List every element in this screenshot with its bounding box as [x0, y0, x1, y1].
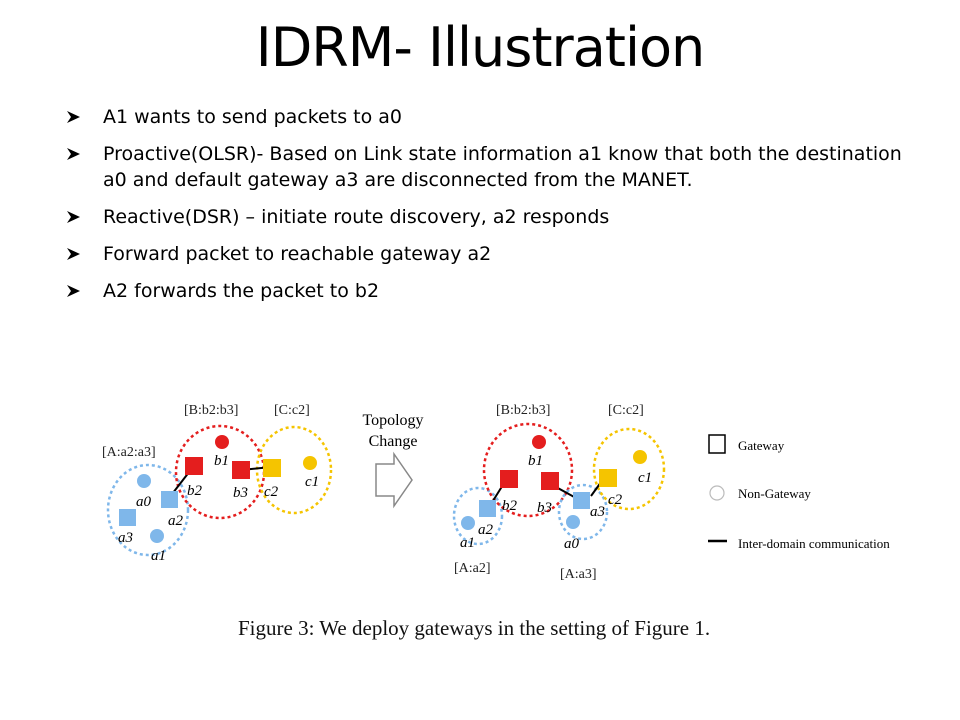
gateway-node: [263, 459, 281, 477]
node-label: a2: [168, 513, 184, 529]
legend-label: Non-Gateway: [738, 486, 811, 501]
node-label: c1: [305, 474, 319, 490]
arrow-bullet-icon: [67, 285, 80, 297]
gateway-figure: [A:a2:a3] [B:b2:b3] [C:c2] a0 a2 a3 a1 b…: [102, 403, 890, 640]
gateway-legend-icon: [708, 434, 726, 454]
bullet-text: Proactive(OLSR)- Based on Link state inf…: [103, 143, 902, 191]
bullet-item: A2 forwards the packet to b2: [66, 278, 916, 304]
node-label: b1: [214, 453, 229, 469]
inter-domain-link: [555, 486, 577, 499]
node-label: a3: [590, 504, 605, 520]
node-label: c1: [638, 470, 652, 486]
bullet-text: Forward packet to reachable gateway a2: [103, 243, 492, 265]
bullet-text: A1 wants to send packets to a0: [103, 106, 402, 128]
gateway-node: [232, 461, 250, 479]
arrow-label: Topology: [362, 412, 423, 429]
topology-change-arrow: Topology Change: [362, 412, 424, 509]
bullet-text: A2 forwards the packet to b2: [103, 280, 380, 302]
node-label: a1: [460, 535, 475, 551]
slide-title: IDRM- Illustration: [255, 16, 705, 79]
gateway-node: [185, 457, 203, 475]
node-label: c2: [608, 492, 623, 508]
arrow-label: Change: [369, 433, 418, 450]
domain-a-right-circle: [557, 483, 609, 541]
node-label: b1: [528, 453, 543, 469]
node-label: a2: [478, 522, 494, 538]
domain-label: [B:b2:b3]: [184, 403, 238, 418]
legend: Gateway Non-Gateway Inter-domain communi…: [708, 434, 890, 551]
bullet-text: Reactive(DSR) – initiate route discovery…: [103, 206, 610, 228]
non-gateway-node: [137, 474, 151, 488]
legend-label: Gateway: [738, 438, 785, 453]
domain-label: [C:c2]: [608, 403, 644, 418]
non-gateway-node: [532, 435, 546, 449]
arrow-bullet-icon: [67, 148, 80, 160]
non-gateway-node: [461, 516, 475, 530]
bullet-item: Reactive(DSR) – initiate route discovery…: [66, 204, 916, 230]
node-label: b3: [537, 500, 552, 516]
domain-label: [C:c2]: [274, 403, 310, 418]
domain-label: [B:b2:b3]: [496, 403, 550, 418]
gateway-node: [119, 509, 136, 526]
non-gateway-node: [215, 435, 229, 449]
node-label: a1: [151, 548, 166, 564]
domain-label: [A:a2:a3]: [102, 445, 156, 460]
legend-label: Inter-domain communication: [738, 536, 890, 551]
after-topology: [B:b2:b3] [C:c2] [A:a2] [A:a3] a2 a1 b1 …: [452, 403, 666, 582]
before-topology: [A:a2:a3] [B:b2:b3] [C:c2] a0 a2 a3 a1 b…: [102, 403, 333, 564]
gateway-node: [541, 472, 559, 490]
domain-b-circle: [482, 422, 574, 518]
domain-c-circle: [255, 425, 333, 515]
node-label: b3: [233, 485, 248, 501]
non-gateway-node: [633, 450, 647, 464]
non-gateway-node: [566, 515, 580, 529]
arrow-bullet-icon: [67, 211, 80, 223]
node-label: a0: [136, 494, 152, 510]
gateway-node: [500, 470, 518, 488]
non-gateway-legend-icon: [709, 485, 725, 501]
node-label: a3: [118, 530, 133, 546]
domain-label: [A:a3]: [560, 567, 597, 582]
domain-label: [A:a2]: [454, 561, 491, 576]
bullet-item: Forward packet to reachable gateway a2: [66, 241, 916, 267]
bullet-item: Proactive(OLSR)- Based on Link state inf…: [66, 141, 916, 193]
node-label: b2: [502, 498, 518, 514]
figure-caption: Figure 3: We deploy gateways in the sett…: [238, 616, 710, 640]
node-label: a0: [564, 536, 580, 552]
non-gateway-node: [303, 456, 317, 470]
node-label: c2: [264, 484, 279, 500]
domain-a-circle: [106, 463, 190, 557]
gateway-node: [479, 500, 496, 517]
bullet-list: A1 wants to send packets to a0 Proactive…: [66, 104, 916, 315]
gateway-node: [573, 492, 590, 509]
non-gateway-node: [150, 529, 164, 543]
right-arrow-icon: [375, 451, 413, 509]
node-label: b2: [187, 483, 203, 499]
arrow-bullet-icon: [67, 111, 80, 123]
domain-a-left-circle: [452, 486, 504, 546]
gateway-node: [599, 469, 617, 487]
gateway-node: [161, 491, 178, 508]
bullet-item: A1 wants to send packets to a0: [66, 104, 916, 130]
arrow-bullet-icon: [67, 248, 80, 260]
domain-c-circle: [592, 427, 666, 511]
